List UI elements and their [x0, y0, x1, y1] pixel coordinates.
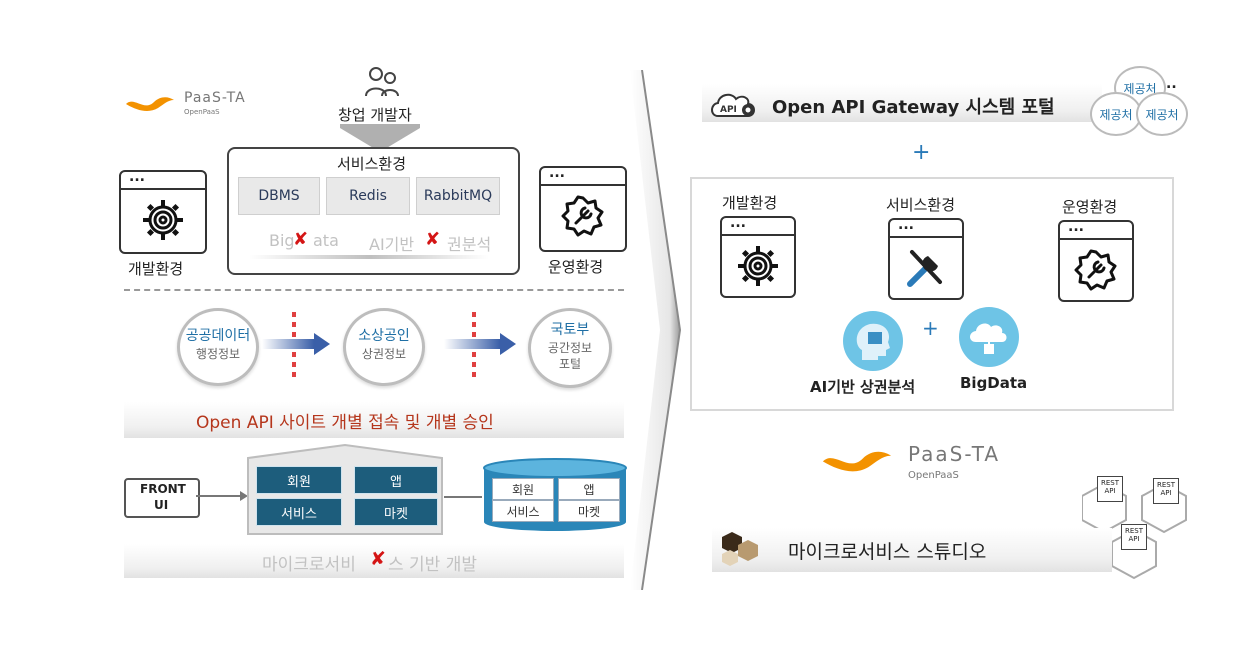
paas-ta-flame-icon [822, 451, 892, 472]
faded-ai-a: AI기반 [369, 235, 415, 254]
dev-env-window-right: ... [720, 216, 796, 298]
studio-band [712, 528, 1112, 572]
small-business-circle: 소상공인 상권정보 [343, 308, 425, 386]
db-grid-member: 회원 [492, 478, 554, 500]
paas-ta-flame-icon [126, 97, 174, 111]
gateway-portal-title: Open API Gateway 시스템 포털 [772, 97, 1055, 118]
microservice-band [124, 544, 624, 578]
dbms-button[interactable]: DBMS [238, 177, 320, 215]
provider-bubble: 제공처 [1090, 92, 1142, 136]
app-grid-market[interactable]: 마켓 [354, 498, 438, 526]
bigdata-label: BigData [960, 374, 1028, 392]
tools-icon [907, 250, 942, 287]
rabbitmq-button[interactable]: RabbitMQ [416, 177, 500, 215]
open-api-access-text: Open API 사이트 개별 접속 및 개별 승인 [196, 413, 494, 433]
db-grid-service: 서비스 [492, 500, 554, 522]
public-data-circle: 공공데이터 행정정보 [177, 308, 259, 386]
ops-env-label-right: 운영환경 [1062, 198, 1118, 216]
gateway-band [702, 84, 1102, 122]
rest-api-icon: REST API [1097, 476, 1123, 502]
db-grid-app: 앱 [558, 478, 620, 500]
service-env-title: 서비스환경 [337, 155, 407, 173]
developer-people-icon [365, 67, 399, 97]
paas-ta-sub: OpenPaaS [184, 108, 220, 116]
app-grid-service[interactable]: 서비스 [256, 498, 342, 526]
connector-arrow-icon [196, 491, 248, 501]
svg-text:API: API [720, 105, 737, 115]
chevron-divider-icon [630, 70, 682, 590]
paas-ta-logo-left: PaaS-TA OpenPaaS [124, 88, 254, 120]
providers-more: .. [1166, 76, 1177, 92]
red-x-icon: ✘ [370, 548, 386, 570]
faded-bigdata-a: Big [269, 231, 295, 250]
plus-sign: + [912, 140, 931, 165]
ops-env-window-right: ... [1058, 220, 1134, 302]
provider-bubble: 제공처 [1136, 92, 1188, 136]
ops-env-label-left: 운영환경 [548, 258, 604, 276]
redis-button[interactable]: Redis [326, 177, 410, 215]
service-env-label-right: 서비스환경 [886, 196, 956, 214]
faded-bigdata-b: ata [313, 231, 339, 250]
paas-ta-name: PaaS-TA [184, 90, 246, 106]
rest-api-icon: REST API [1121, 524, 1147, 550]
ai-analysis-label: AI기반 상권분석 [810, 378, 916, 396]
molit-circle: 국토부 공간정보 포털 [528, 308, 612, 388]
paas-ta-name: PaaS-TA [908, 442, 1001, 466]
ops-env-window: ... [539, 166, 627, 252]
gear-icon [143, 200, 183, 240]
gear-icon [738, 246, 778, 286]
plus-sign-small: + [922, 316, 939, 340]
app-grid-member[interactable]: 회원 [256, 466, 342, 494]
ai-head-icon [843, 311, 903, 371]
paas-ta-sub: OpenPaaS [908, 470, 959, 481]
right-arrow-icon [444, 333, 516, 355]
right-arrow-icon [262, 333, 330, 355]
cog-wrench-icon [561, 195, 604, 237]
db-grid-market: 마켓 [558, 500, 620, 522]
service-env-box: 서비스환경 DBMS Redis RabbitMQ Big ✘ ata AI기반… [227, 147, 520, 275]
api-gear-icon: API [711, 93, 755, 117]
down-arrow-icon [340, 124, 420, 152]
cog-wrench-icon [1074, 249, 1117, 291]
paas-ta-logo-right: PaaS-TA OpenPaaS [820, 440, 1020, 488]
bigdata-cloud-icon [959, 307, 1019, 367]
red-x-icon: ✘ [425, 229, 441, 250]
faded-microservice-a: 마이크로서비 [262, 555, 356, 575]
connector-line [444, 496, 482, 498]
front-ui-box[interactable]: FRONT UI [124, 478, 200, 518]
red-x-icon: ✘ [293, 229, 309, 250]
dev-env-label-left: 개발환경 [128, 260, 184, 278]
faded-ai-b: 권분석 [447, 235, 492, 254]
dev-env-window: ... [119, 170, 207, 254]
shadow-line [249, 255, 489, 259]
dashed-divider [124, 289, 624, 291]
dev-env-label-right: 개발환경 [722, 194, 778, 212]
service-env-window-right: ... [888, 218, 964, 300]
microservice-studio-label: 마이크로서비스 스튜디오 [788, 541, 987, 563]
faded-microservice-b: 스 기반 개발 [388, 555, 478, 575]
startup-developer-label: 창업 개발자 [338, 106, 412, 124]
rest-api-icon: REST API [1153, 478, 1179, 504]
open-api-band [124, 402, 624, 438]
hexagon-cluster-icon [722, 532, 758, 566]
app-grid-app[interactable]: 앱 [354, 466, 438, 494]
